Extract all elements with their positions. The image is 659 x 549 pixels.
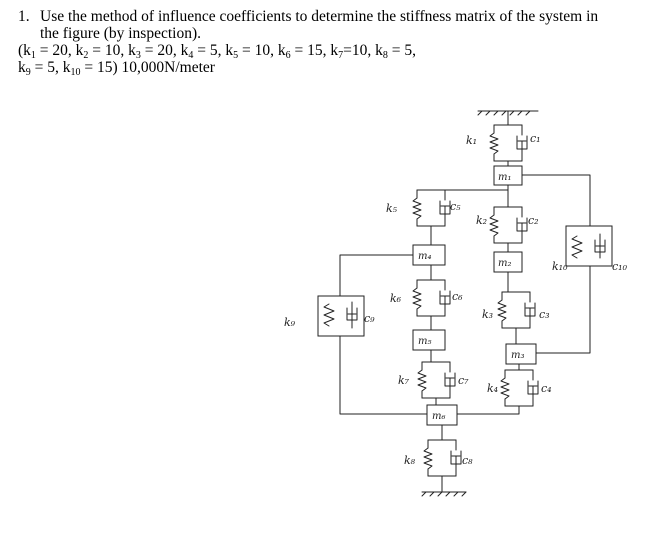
stiffness-k10: k10 = 15) 10,000N/meter: [62, 59, 215, 78]
c3-label: c₃: [539, 308, 550, 321]
k3-label: k₃: [482, 308, 493, 321]
stiffness-k2: k2 = 10,: [75, 42, 129, 61]
svg-text:m₃: m₃: [511, 350, 525, 361]
spring-damper-k3-c3: [497, 291, 536, 329]
k9-label: k₉: [284, 316, 296, 329]
stiffness-values-line-2: k9 = 5, k10 = 15) 10,000N/meter: [18, 59, 648, 78]
svg-text:m₁: m₁: [498, 172, 512, 183]
spring-damper-k5-c5: [412, 189, 451, 227]
c5-label: c₅: [450, 200, 461, 213]
spring-damper-k8-c8: [423, 439, 462, 477]
k1-label: k₁: [466, 134, 477, 147]
spring-damper-k1-c1: [489, 124, 528, 162]
k2-label: k₂: [476, 214, 487, 227]
stiffness-k1: k1 = 20,: [23, 42, 76, 61]
k6-label: k₆: [390, 292, 402, 305]
stiffness-k9: k9 = 5,: [18, 59, 63, 78]
stiffness-k6: k6 = 15,: [277, 42, 331, 61]
ground-bottom: [421, 491, 467, 497]
problem-line-2: the figure (by inspection).: [40, 25, 201, 42]
c8-label: c₈: [462, 454, 473, 467]
stiffness-k3: k3 = 20,: [128, 42, 181, 61]
k8-label: k₈: [404, 454, 416, 467]
spring-damper-k9-c9: [317, 295, 365, 337]
stiffness-k7: k7=10,: [330, 42, 376, 61]
spring-damper-k7-c7: [417, 361, 456, 399]
svg-text:m₂: m₂: [498, 258, 512, 269]
c7-label: c₇: [458, 374, 469, 387]
spring-damper-k2-c2: [489, 206, 528, 244]
k10-label: k₁₀: [552, 260, 568, 273]
k7-label: k₇: [398, 374, 410, 387]
svg-text:m₄: m₄: [418, 251, 432, 262]
problem-number: 1.: [18, 8, 30, 25]
svg-text:m₆: m₆: [432, 411, 446, 422]
k5-label: k₅: [386, 202, 398, 215]
spring-damper-k10-c10: [565, 225, 613, 267]
c2-label: c₂: [528, 214, 539, 227]
svg-text:m₅: m₅: [418, 336, 432, 347]
k4-label: k₄: [487, 382, 498, 395]
mass-m5: [412, 329, 446, 351]
c10-label: c₁₀: [612, 260, 628, 273]
stiffness-k5: k5 = 10,: [225, 42, 278, 61]
spring-damper-k4-c4: [500, 369, 539, 407]
stiffness-k8: k8 = 5,: [375, 42, 417, 61]
stiffness-k4: k4 = 5,: [180, 42, 226, 61]
c9-label: c₉: [364, 312, 375, 325]
c1-label: c₁: [530, 132, 541, 145]
stiffness-values-line-1: (k1 = 20, k2 = 10, k3 = 20, k4 = 5, k5 =…: [18, 42, 417, 61]
mass-m3: [505, 343, 537, 365]
problem-line-1: 1.Use the method of influence coefficien…: [18, 8, 599, 25]
c6-label: c₆: [452, 290, 463, 303]
problem-statement: 1.Use the method of influence coefficien…: [18, 8, 648, 78]
spring-damper-k6-c6: [412, 279, 451, 317]
c4-label: c₄: [541, 382, 552, 395]
